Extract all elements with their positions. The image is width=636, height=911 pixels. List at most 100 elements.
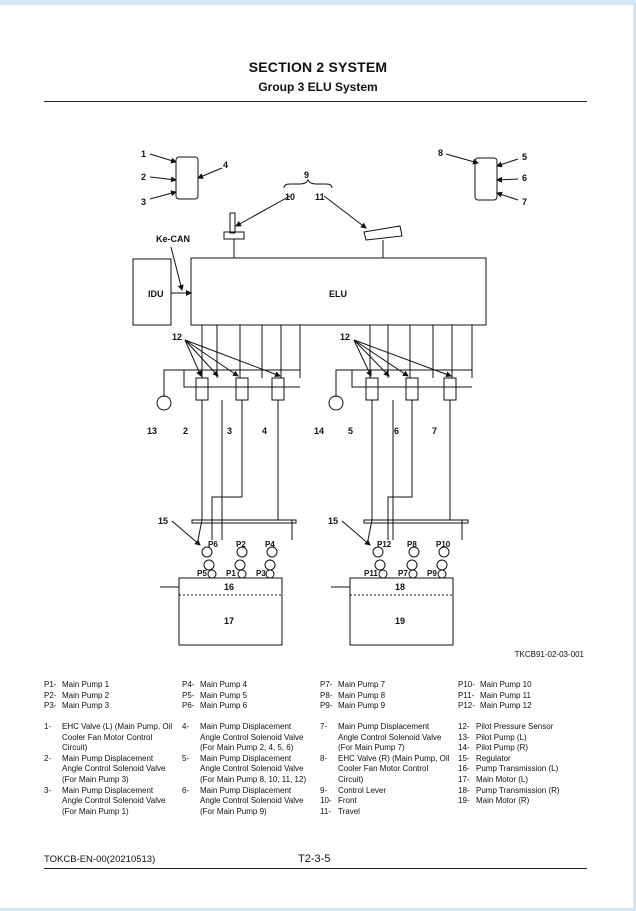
callout-5: 5 — [522, 152, 527, 162]
legend-value: EHC Valve (L) (Main Pump, Oil Cooler Fan… — [62, 722, 173, 753]
legend-key: 16- — [458, 764, 470, 774]
callout-3: 3 — [141, 197, 146, 207]
pump-p5-label: P5 — [197, 569, 207, 578]
legend-pumps-col2: P4-Main Pump 4 P5-Main Pump 5 P6-Main Pu… — [182, 680, 312, 712]
callout-10: 10 — [285, 192, 295, 202]
callout-4: 4 — [223, 160, 228, 170]
legend-value: Regulator — [476, 753, 511, 763]
legend-key: P12- — [458, 701, 475, 711]
callout-14: 14 — [314, 426, 324, 436]
top-border — [0, 0, 636, 5]
legend-value: Pilot Pump (R) — [476, 743, 529, 753]
ehc-valve-right — [474, 157, 498, 201]
pump-p7-label: P7 — [398, 569, 408, 578]
callout-valve-4: 4 — [262, 426, 267, 436]
pilot-pump-left — [156, 395, 172, 411]
legend-key: 8- — [320, 753, 328, 763]
elu-label: ELU — [329, 289, 347, 299]
legend-value: Control Lever — [338, 785, 387, 795]
legend-pumps-col1: P1-Main Pump 1 P2-Main Pump 2 P3-Main Pu… — [44, 680, 174, 712]
legend-value: Main Pump Displacement Angle Control Sol… — [62, 785, 166, 816]
legend-key: 1- — [44, 722, 52, 731]
legend-key: 12- — [458, 722, 470, 731]
callout-7: 7 — [522, 197, 527, 207]
callout-valve-2: 2 — [183, 426, 188, 436]
callout-2: 2 — [141, 172, 146, 182]
legend-value: Main Pump 8 — [338, 690, 386, 700]
legend-value: Main Pump Displacement Angle Control Sol… — [338, 722, 442, 753]
legend-key: 7- — [320, 722, 328, 731]
legend-items-col4: 12-Pilot Pressure Sensor 13-Pilot Pump (… — [458, 722, 588, 807]
legend-key: 9- — [320, 785, 328, 795]
bottom-border — [0, 908, 636, 911]
pump-p4-label: P4 — [265, 540, 275, 549]
pilot-pump-right — [328, 395, 344, 411]
callout-19: 19 — [395, 616, 405, 626]
ehc-valve-left — [175, 156, 199, 200]
motor-right-block — [349, 577, 454, 646]
pump-p12-label: P12 — [377, 540, 392, 549]
right-border — [633, 0, 636, 911]
callout-12-right: 12 — [340, 332, 350, 342]
callout-valve-7: 7 — [432, 426, 437, 436]
callout-6: 6 — [522, 173, 527, 183]
legend-value: Pilot Pump (L) — [476, 732, 527, 742]
legend-key: P9- — [320, 701, 333, 711]
legend-key: 15- — [458, 753, 470, 763]
legend-key: 18- — [458, 785, 470, 795]
legend-key: P2- — [44, 690, 57, 700]
legend-value: Front — [338, 796, 357, 806]
legend-value: Main Pump Displacement Angle Control Sol… — [200, 785, 304, 816]
callout-16: 16 — [224, 582, 234, 592]
callout-12-left: 12 — [172, 332, 182, 342]
legend-key: 14- — [458, 743, 470, 753]
pump-p3-label: P3 — [256, 569, 266, 578]
legend-key: P10- — [458, 680, 475, 689]
pump-cluster-left — [201, 546, 278, 579]
legend-value: Main Motor (L) — [476, 774, 529, 784]
legend-value: Pilot Pressure Sensor — [476, 722, 554, 731]
legend-value: Main Motor (R) — [476, 796, 530, 806]
legend-value: Main Pump 9 — [338, 701, 386, 711]
callout-valve-3: 3 — [227, 426, 232, 436]
pump-p8-label: P8 — [407, 540, 417, 549]
legend-value: Main Pump 4 — [200, 680, 248, 689]
legend-key: P5- — [182, 690, 195, 700]
pump-cluster-right — [372, 546, 450, 579]
header-divider — [44, 101, 587, 102]
idu-block — [132, 258, 172, 326]
legend-value: Main Pump Displacement Angle Control Sol… — [200, 753, 307, 784]
legend-value: Main Pump 10 — [480, 680, 532, 689]
legend-key: P8- — [320, 690, 333, 700]
legend-key: 5- — [182, 753, 190, 763]
legend-value: Main Pump Displacement Angle Control Sol… — [200, 722, 304, 753]
callout-valve-5: 5 — [348, 426, 353, 436]
legend-key: 19- — [458, 796, 470, 806]
callout-17: 17 — [224, 616, 234, 626]
legend-value: Travel — [338, 806, 360, 816]
legend-items-col3: 7- Main Pump Displacement Angle Control S… — [320, 722, 450, 817]
legend-items-col2: 4-Main Pump Displacement Angle Control S… — [182, 722, 312, 817]
pump-p6-label: P6 — [208, 540, 218, 549]
section-title: SECTION 2 SYSTEM — [248, 59, 388, 75]
footer-divider — [44, 868, 587, 869]
legend-key: 2- — [44, 753, 52, 763]
legend-key: P7- — [320, 680, 333, 689]
callout-15-left: 15 — [158, 516, 168, 526]
legend-value: Main Pump 2 — [62, 690, 110, 700]
legend-key: 3- — [44, 785, 52, 795]
legend-value: Pump Transmission (R) — [476, 785, 560, 795]
legend-value: Pump Transmission (L) — [476, 764, 559, 774]
pump-p1-label: P1 — [226, 569, 236, 578]
page-number: T2-3-5 — [298, 853, 331, 865]
legend-key: P4- — [182, 680, 195, 689]
legend-key: P1- — [44, 680, 57, 689]
pump-p11-label: P11 — [364, 569, 378, 578]
callout-15-right: 15 — [328, 516, 338, 526]
legend-value: Main Pump 3 — [62, 701, 110, 711]
legend-items-col1: 1- EHC Valve (L) (Main Pump, Oil Cooler F… — [44, 722, 174, 817]
callout-1: 1 — [141, 149, 146, 159]
callout-8: 8 — [438, 148, 443, 158]
legend-value: Main Pump Displacement Angle Control Sol… — [62, 753, 166, 784]
